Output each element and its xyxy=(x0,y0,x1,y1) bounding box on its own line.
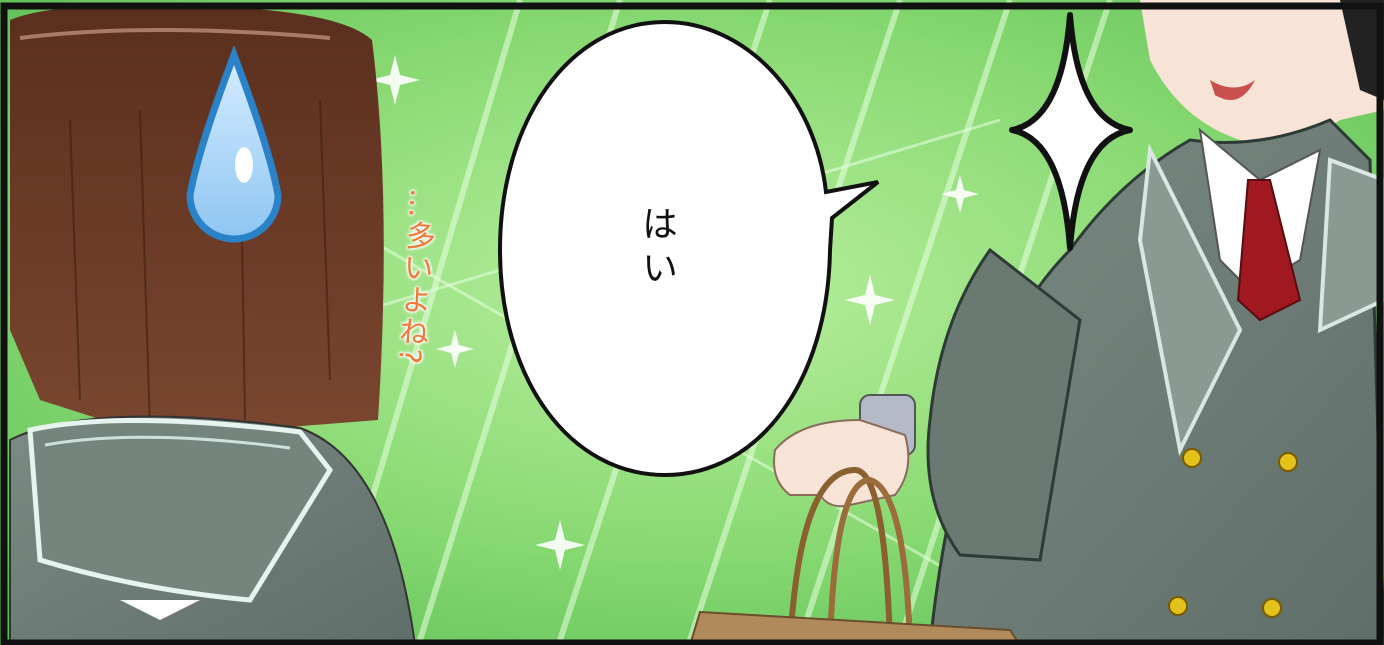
uniform-buttons xyxy=(1168,448,1298,618)
speech-bubble-text: はい xyxy=(636,205,677,293)
girl-character xyxy=(9,4,417,645)
background-stars xyxy=(370,55,979,570)
sweat-drop-icon xyxy=(186,45,282,243)
speech-bubble xyxy=(497,19,880,478)
boy-character xyxy=(773,0,1384,645)
paper-bag xyxy=(688,466,1022,645)
sparkle-icon xyxy=(1009,12,1133,251)
